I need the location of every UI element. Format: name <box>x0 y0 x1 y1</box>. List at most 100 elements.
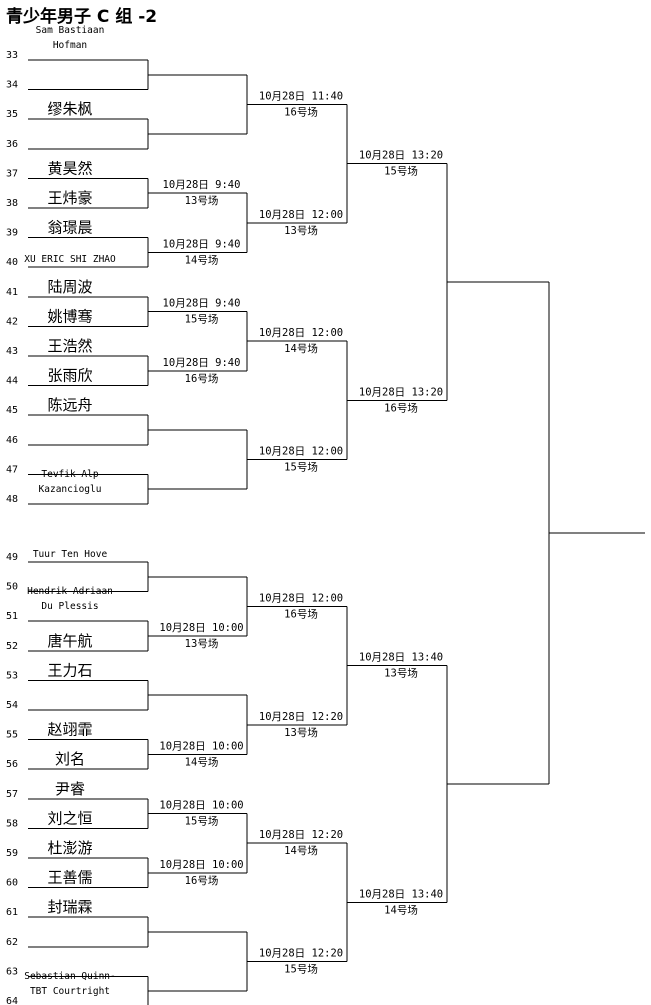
player-name: XU ERIC SHI ZHAO <box>24 254 116 265</box>
match-time: 10月28日 12:20 <box>259 948 343 960</box>
match-court: 15号场 <box>185 313 219 326</box>
match-court: 15号场 <box>185 815 219 828</box>
match-time: 10月28日 13:40 <box>359 888 443 900</box>
player-name: 尹睿 <box>55 780 85 798</box>
player-name-line-2: Kazancioglu <box>39 484 102 495</box>
player-name-line-1: Sebastian Quinn- <box>24 971 116 982</box>
player-name: 陆周波 <box>47 278 92 296</box>
seed-number: 58 <box>6 818 18 829</box>
seed-number: 39 <box>6 228 18 239</box>
match-court: 13号场 <box>384 667 418 680</box>
match-court: 16号场 <box>185 874 219 887</box>
match-time: 10月28日 10:00 <box>159 800 243 812</box>
match-time: 10月28日 12:00 <box>259 327 343 339</box>
player-name: 刘名 <box>55 750 85 768</box>
player-name: 封瑞霖 <box>47 898 92 916</box>
player-name: Tuur Ten Hove <box>33 549 108 560</box>
match-court: 13号场 <box>185 194 219 207</box>
match-court: 15号场 <box>384 165 418 178</box>
seed-number: 63 <box>6 966 18 977</box>
match-court: 13号场 <box>284 726 318 739</box>
seed-number: 62 <box>6 937 18 948</box>
seed-number: 61 <box>6 907 18 918</box>
seed-number: 47 <box>6 464 18 475</box>
match-court: 16号场 <box>284 607 318 620</box>
seed-number: 57 <box>6 789 18 800</box>
player-name: 杜澎游 <box>47 839 92 857</box>
seed-number: 55 <box>6 730 18 741</box>
player-name: 陈远舟 <box>47 396 92 414</box>
match-court: 14号场 <box>185 253 219 266</box>
match-time: 10月28日 9:40 <box>163 298 241 310</box>
seed-number: 52 <box>6 641 18 652</box>
seed-number: 49 <box>6 552 18 563</box>
seed-number: 40 <box>6 257 18 268</box>
seed-numbers: 33 34 35 36 37 38 39 40 41 42 43 44 45 46 47 48 49 50 51 52… <box>6 50 18 1005</box>
seed-number: 59 <box>6 848 18 859</box>
match-court: 13号场 <box>284 224 318 237</box>
seed-number: 38 <box>6 198 18 209</box>
player-name: 张雨欣 <box>47 367 92 385</box>
player-name-line-2: Du Plessis <box>41 601 98 612</box>
seed-number: 34 <box>6 80 18 91</box>
match-time: 10月28日 11:40 <box>259 90 343 102</box>
player-name-line-1: Tevfik Alp <box>41 469 98 480</box>
seed-number: 36 <box>6 139 18 150</box>
player-name: 王力石 <box>47 661 92 679</box>
seed-number: 51 <box>6 611 18 622</box>
match-info: 10月28日 9:40 13号场 10月28日 9:40 14号场 10月28日 9:4… <box>159 90 443 975</box>
match-court: 16号场 <box>284 105 318 118</box>
seed-number: 43 <box>6 346 18 357</box>
match-time: 10月28日 12:00 <box>259 446 343 458</box>
match-time: 10月28日 12:20 <box>259 711 343 723</box>
player-name: 翁璟晨 <box>47 219 92 237</box>
player-name: 姚博骞 <box>47 307 92 325</box>
seed-number: 45 <box>6 405 18 416</box>
match-court: 14号场 <box>284 342 318 355</box>
seed-number: 35 <box>6 109 18 120</box>
match-court: 16号场 <box>384 401 418 414</box>
match-time: 10月28日 12:00 <box>259 592 343 604</box>
match-time: 10月28日 10:00 <box>159 740 243 752</box>
match-court: 15号场 <box>284 461 318 474</box>
seed-number: 42 <box>6 316 18 327</box>
seed-number: 48 <box>6 494 18 505</box>
match-court: 14号场 <box>384 903 418 916</box>
match-time: 10月28日 10:00 <box>159 622 243 634</box>
match-court: 16号场 <box>185 372 219 385</box>
seed-number: 56 <box>6 759 18 770</box>
match-time: 10月28日 13:20 <box>359 150 443 162</box>
match-court: 13号场 <box>185 637 219 650</box>
player-name: 缪朱枫 <box>47 100 92 118</box>
match-time: 10月28日 12:20 <box>259 829 343 841</box>
match-time: 10月28日 9:40 <box>163 238 241 250</box>
bracket-lines <box>28 59 645 1005</box>
match-time: 10月28日 12:00 <box>259 209 343 221</box>
player-name: 赵翊霏 <box>47 721 92 739</box>
match-time: 10月28日 9:40 <box>163 179 241 191</box>
match-court: 15号场 <box>284 963 318 976</box>
player-name: 王炜豪 <box>47 189 92 207</box>
match-court: 14号场 <box>185 755 219 768</box>
seed-number: 46 <box>6 435 18 446</box>
player-name: 刘之恒 <box>47 809 92 827</box>
seed-number: 53 <box>6 670 18 681</box>
match-time: 10月28日 13:20 <box>359 386 443 398</box>
player-name: 唐午航 <box>47 632 92 650</box>
seed-number: 50 <box>6 582 18 593</box>
page-title: 青少年男子 C 组 -2 <box>6 7 158 27</box>
player-name-line-1: Sam Bastiaan <box>36 25 105 36</box>
match-time: 10月28日 13:40 <box>359 652 443 664</box>
seed-number: 44 <box>6 376 18 387</box>
player-name: 黄昊然 <box>47 159 92 177</box>
seed-number: 64 <box>6 996 18 1005</box>
seed-number: 41 <box>6 287 18 298</box>
match-time: 10月28日 10:00 <box>159 859 243 871</box>
seed-number: 60 <box>6 878 18 889</box>
seed-number: 37 <box>6 168 18 179</box>
player-name: 王善儒 <box>47 869 92 887</box>
match-court: 14号场 <box>284 844 318 857</box>
seed-number: 33 <box>6 50 18 61</box>
